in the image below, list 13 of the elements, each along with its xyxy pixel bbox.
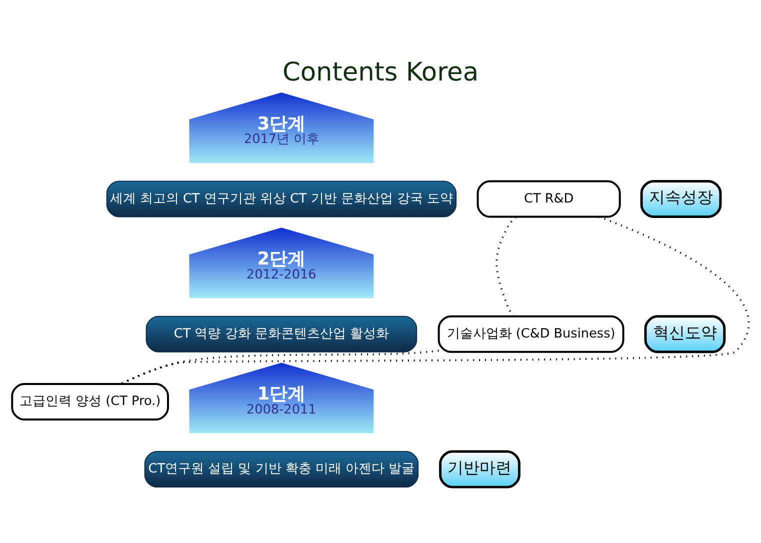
node-box: 기술사업화 (C&D Business) [438,315,624,353]
node-box: 세계 최고의 CT 연구기관 위상 CT 기반 문화산업 강국 도약 [106,180,457,218]
node-box: 혁신도약 [644,315,726,354]
node-box: 기반마련 [439,450,520,488]
node-box: 고급인력 양성 (CT Pro.) [11,382,169,420]
node-box: CT R&D [476,180,621,218]
diagram-title: Contents Korea [282,57,479,88]
node-box: CT 역량 강화 문화콘텐츠산업 활성화 [146,316,418,352]
connector [496,216,517,317]
connector [120,350,439,385]
node-box: CT연구원 설립 및 기반 확충 미래 아젠다 발굴 [144,451,419,488]
connector [120,216,750,385]
node-box: 지속성장 [640,180,722,218]
